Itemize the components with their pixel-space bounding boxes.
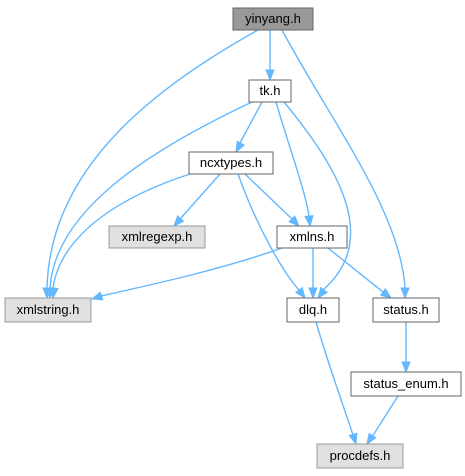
edge-line xyxy=(315,321,354,436)
edge-arrowhead xyxy=(288,215,300,227)
node-status[interactable]: status.h xyxy=(372,297,440,323)
edge-line xyxy=(180,173,221,219)
edge-arrowhead xyxy=(379,287,393,299)
node-ncxtypes[interactable]: ncxtypes.h xyxy=(188,151,274,175)
edge-line xyxy=(239,101,263,144)
edge-arrowhead xyxy=(294,286,306,300)
edge-line xyxy=(275,101,310,217)
edge-arrowhead xyxy=(366,432,377,446)
edge-xmlns-to-dlq xyxy=(308,248,318,300)
edge-ncxtypes-to-xmlstring xyxy=(49,173,191,300)
edge-tk-to-xmlns xyxy=(275,101,314,228)
node-xmlstring[interactable]: xmlstring.h xyxy=(4,297,92,323)
node-tk-box xyxy=(248,79,292,103)
node-status-enum[interactable]: status_enum.h xyxy=(350,371,462,397)
node-yinyang-label: yinyang.h xyxy=(245,11,301,26)
edge-line xyxy=(281,29,406,289)
edge-xmlns-to-status xyxy=(327,247,393,299)
edge-status-to-status_enum xyxy=(401,322,411,374)
node-ncxtypes-box xyxy=(188,151,274,175)
node-yinyang[interactable]: yinyang.h xyxy=(232,7,314,31)
node-xmlns-label: xmlns.h xyxy=(290,229,335,244)
node-xmlregexp[interactable]: xmlregexp.h xyxy=(108,225,206,249)
node-procdefs-label: procdefs.h xyxy=(330,448,391,463)
node-xmlstring-label: xmlstring.h xyxy=(17,302,80,317)
edge-arrowhead xyxy=(49,287,59,300)
edge-line xyxy=(100,247,283,297)
node-tk-label: tk.h xyxy=(260,83,281,98)
node-xmlregexp-box xyxy=(108,225,206,249)
edge-dlq-to-procdefs xyxy=(315,321,358,446)
edge-yinyang-to-status xyxy=(281,29,410,300)
edges-layer xyxy=(42,29,411,446)
edge-arrowhead xyxy=(400,287,410,300)
edge-yinyang-to-tk xyxy=(265,30,275,82)
edge-ncxtypes-to-xmlregexp xyxy=(173,173,221,228)
node-xmlns[interactable]: xmlns.h xyxy=(276,225,348,249)
edge-arrowhead xyxy=(401,361,411,374)
edge-line xyxy=(244,173,293,220)
edge-arrowhead xyxy=(308,287,318,300)
edge-status_enum-to-procdefs xyxy=(366,395,399,446)
node-tk[interactable]: tk.h xyxy=(248,79,292,103)
node-ncxtypes-label: ncxtypes.h xyxy=(200,155,262,170)
edge-line xyxy=(371,395,399,438)
node-status-label: status.h xyxy=(383,302,429,317)
node-procdefs[interactable]: procdefs.h xyxy=(316,443,404,469)
edge-arrowhead xyxy=(235,140,246,154)
node-procdefs-box xyxy=(316,443,404,469)
node-xmlns-box xyxy=(276,225,348,249)
edge-tk-to-ncxtypes xyxy=(235,101,263,154)
edge-arrowhead xyxy=(317,286,329,300)
edge-ncxtypes-to-dlq xyxy=(237,173,306,300)
nodes-layer: yinyang.h tk.h ncxtypes.h xmlregexp.h xm… xyxy=(4,7,462,469)
edge-arrowhead xyxy=(348,432,358,446)
node-status-box xyxy=(372,297,440,323)
edge-arrowhead xyxy=(173,214,185,228)
edge-ncxtypes-to-xmlns xyxy=(244,173,300,227)
edge-xmlns-to-xmlstring xyxy=(90,247,283,301)
edge-tk-to-dlq xyxy=(283,101,352,300)
edge-line xyxy=(49,101,253,289)
edge-arrowhead xyxy=(265,69,275,82)
node-status-enum-box xyxy=(350,371,462,397)
edge-line xyxy=(283,101,352,291)
node-xmlstring-box xyxy=(4,297,92,323)
node-status-enum-label: status_enum.h xyxy=(363,376,448,391)
node-yinyang-box xyxy=(232,7,314,31)
node-xmlregexp-label: xmlregexp.h xyxy=(122,229,193,244)
edge-arrowhead xyxy=(304,215,314,228)
edge-line xyxy=(46,29,259,289)
node-dlq-box xyxy=(286,297,340,323)
edge-line xyxy=(237,173,301,292)
edge-tk-to-xmlstring xyxy=(45,101,253,300)
edge-line xyxy=(327,247,384,293)
edge-line xyxy=(52,173,191,289)
node-dlq[interactable]: dlq.h xyxy=(286,297,340,323)
edge-arrowhead xyxy=(90,291,104,301)
node-dlq-label: dlq.h xyxy=(299,302,327,317)
